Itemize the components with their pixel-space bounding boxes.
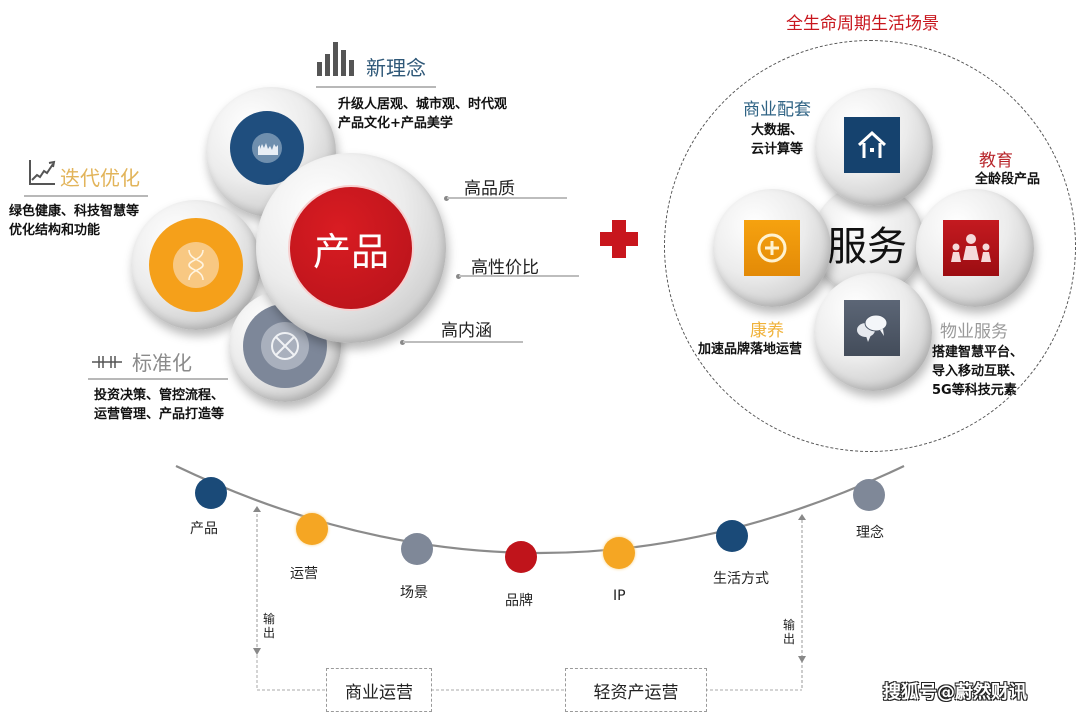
education-title: 教育 — [979, 151, 1013, 171]
property-desc: 搭建智慧平台、 导入移动互联、 5G等科技元素 — [932, 345, 1024, 398]
wellness-square — [744, 220, 800, 276]
timeline-label-product: 产品 — [190, 521, 218, 537]
lifecycle-title: 全生命周期生活场景 — [786, 14, 939, 34]
timeline-label-brand: 品牌 — [505, 593, 533, 609]
bar-chart-icon — [317, 42, 354, 76]
property-square — [844, 300, 900, 356]
wellness-disk — [713, 189, 831, 307]
plus-circle-icon — [757, 233, 787, 263]
iteration-disk — [131, 200, 261, 330]
output-label-left: 输出 — [263, 612, 276, 640]
timeline-label-operation: 运营 — [290, 566, 318, 582]
iteration-header: 迭代优化 — [28, 156, 158, 190]
feature-value: 高性价比 — [471, 258, 539, 278]
timeline-node-concept — [853, 479, 885, 511]
cross-circle-icon — [271, 332, 299, 360]
timeline-node-ip — [603, 537, 635, 569]
feature-line — [459, 275, 579, 277]
commercial-operation-box: 商业运营 — [326, 668, 432, 712]
feature-line — [403, 341, 523, 343]
product-core: 产品 — [290, 187, 412, 309]
skyline-icon — [258, 143, 278, 155]
timeline-node-lifestyle — [716, 520, 748, 552]
timeline-label-ip: IP — [613, 588, 626, 604]
iteration-divider — [24, 195, 148, 197]
new-concept-header: 新理念 — [316, 40, 446, 80]
timeline-node-scene — [401, 533, 433, 565]
product-disk: 产品 — [256, 153, 446, 343]
plus-icon — [600, 220, 638, 258]
feature-dot — [456, 274, 461, 279]
feature-dot — [444, 196, 449, 201]
commerce-square — [844, 117, 900, 173]
iteration-title: 迭代优化 — [60, 166, 140, 190]
service-label: 服务 — [827, 224, 907, 270]
wellness-title: 康养 — [750, 321, 784, 341]
education-disk — [916, 189, 1034, 307]
wellness-desc: 加速品牌落地运营 — [698, 342, 803, 357]
lifecycle-dashed-circle — [664, 40, 1076, 452]
standardization-desc: 投资决策、管控流程、 运营管理、产品打造等 — [94, 388, 225, 422]
chat-bubbles-icon — [857, 314, 888, 342]
standardization-divider — [88, 378, 228, 380]
feature-high-quality: 高品质 — [464, 179, 515, 199]
feature-dot — [400, 340, 405, 345]
timeline-label-concept: 理念 — [856, 525, 884, 541]
feature-connotation: 高内涵 — [441, 321, 492, 341]
education-square — [943, 220, 999, 276]
light-asset-operation-box: 轻资产运营 — [565, 668, 707, 712]
timeline-label-scene: 场景 — [400, 585, 428, 601]
dna-icon — [188, 250, 204, 280]
property-title: 物业服务 — [940, 322, 1008, 342]
new-concept-desc: 升级人居观、城市观、时代观 产品文化+产品美学 — [338, 97, 508, 131]
feature-line — [447, 197, 567, 199]
standardization-title: 标准化 — [132, 351, 192, 375]
family-icon — [951, 234, 991, 262]
new-concept-title: 新理念 — [366, 56, 426, 80]
output-label-right: 输出 — [783, 618, 796, 646]
timeline-label-lifestyle: 生活方式 — [713, 571, 769, 587]
education-desc: 全龄段产品 — [975, 172, 1041, 187]
iteration-desc: 绿色健康、科技智慧等 优化结构和功能 — [9, 204, 140, 238]
product-label: 产品 — [312, 229, 389, 274]
timeline-node-operation — [296, 513, 328, 545]
commerce-desc: 大数据、 云计算等 — [751, 123, 804, 157]
commerce-title: 商业配套 — [743, 100, 811, 120]
new-concept-divider — [316, 86, 436, 88]
house-icon — [857, 130, 887, 158]
standardization-header: 标准化 — [92, 345, 212, 375]
timeline-node-product — [195, 477, 227, 509]
property-disk — [814, 273, 932, 391]
pipe-fitting-icon — [92, 356, 122, 368]
rising-line-chart-icon — [29, 160, 56, 185]
commerce-disk — [815, 88, 933, 206]
timeline-node-brand — [505, 541, 537, 573]
watermark: 搜狐号@蔚然财讯 — [883, 682, 1027, 703]
